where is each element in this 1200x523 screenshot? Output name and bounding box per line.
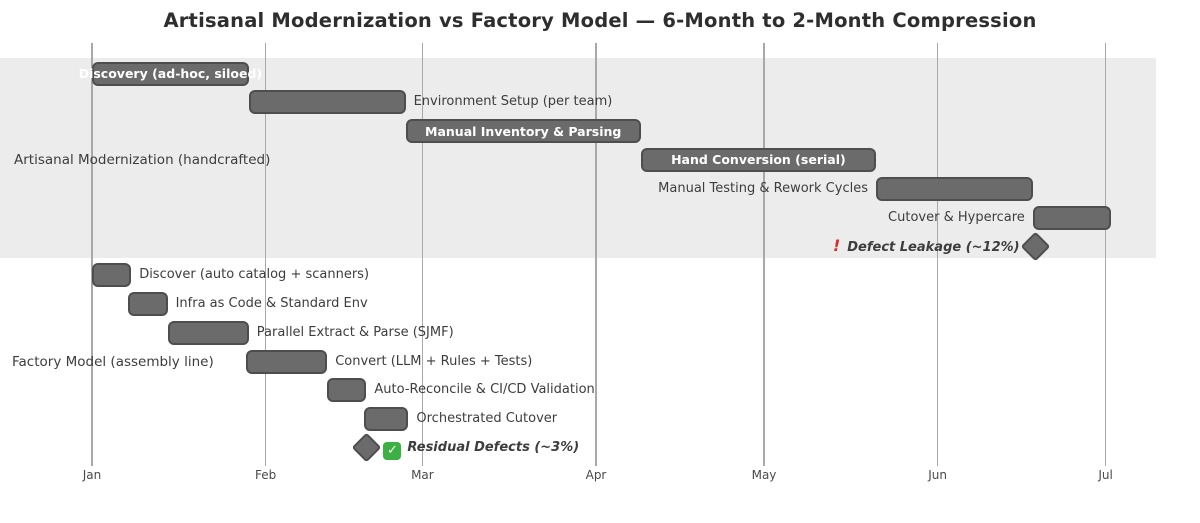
month-gridline bbox=[91, 43, 93, 466]
task-bar: Discovery (ad-hoc, siloed) bbox=[79, 61, 262, 86]
task-bar bbox=[363, 407, 409, 432]
task-bar: Hand Conversion (serial) bbox=[640, 147, 876, 172]
artisanal-group-band bbox=[0, 58, 1156, 258]
month-tick-label: Apr bbox=[585, 468, 607, 482]
month-tick-label: May bbox=[751, 468, 777, 482]
milestone-label: ✓ Residual Defects (~3%) bbox=[383, 438, 580, 460]
task-bar bbox=[248, 90, 406, 115]
milestone-label: ! Defect Leakage (~12%) bbox=[833, 236, 1020, 256]
month-tick-label: Jan bbox=[82, 468, 102, 482]
task-label: Manual Testing & Rework Cycles bbox=[658, 180, 868, 196]
month-tick-label: Jun bbox=[928, 468, 947, 482]
milestone-label-text: Defect Leakage (~12%) bbox=[847, 240, 1020, 256]
month-tick-label: Mar bbox=[411, 468, 434, 482]
task-label: Discover (auto catalog + scanners) bbox=[139, 267, 370, 283]
group-label-factory: Factory Model (assembly line) bbox=[12, 353, 214, 370]
task-label: Infra as Code & Standard Env bbox=[175, 295, 368, 311]
month-gridline bbox=[763, 43, 765, 466]
task-bar bbox=[876, 176, 1033, 201]
month-tick-label: Feb bbox=[254, 468, 277, 482]
task-label-inside: Discovery (ad-hoc, siloed) bbox=[78, 66, 263, 81]
green-check-icon: ✓ bbox=[383, 441, 402, 460]
task-label: Cutover & Hypercare bbox=[888, 209, 1025, 225]
task-label: Environment Setup (per team) bbox=[413, 94, 613, 110]
task-label: Convert (LLM + Rules + Tests) bbox=[335, 353, 533, 369]
month-gridline bbox=[595, 43, 597, 466]
group-label-artisanal: Artisanal Modernization (handcrafted) bbox=[14, 151, 271, 168]
task-bar bbox=[327, 378, 367, 403]
task-label-inside: Manual Inventory & Parsing bbox=[425, 123, 622, 139]
red-exclamation-icon: ! bbox=[832, 236, 841, 256]
task-label: Orchestrated Cutover bbox=[416, 411, 558, 427]
month-gridline bbox=[1104, 43, 1107, 466]
month-gridline bbox=[264, 43, 267, 466]
month-tick-label: Jul bbox=[1098, 468, 1113, 482]
task-label: Auto-Reconcile & CI/CD Validation bbox=[374, 382, 595, 398]
task-label-inside: Hand Conversion (serial) bbox=[671, 152, 846, 168]
month-gridline bbox=[421, 43, 424, 466]
task-label: Parallel Extract & Parse (SJMF) bbox=[256, 324, 454, 340]
month-gridline bbox=[936, 43, 939, 466]
task-bar bbox=[128, 291, 168, 316]
chart-title: Artisanal Modernization vs Factory Model… bbox=[163, 9, 1037, 32]
milestone-label-text: Residual Defects (~3%) bbox=[407, 439, 580, 455]
milestone-diamond bbox=[351, 433, 382, 463]
task-bar bbox=[92, 263, 132, 288]
task-bar bbox=[167, 320, 249, 345]
task-bar: Manual Inventory & Parsing bbox=[405, 119, 641, 144]
task-bar bbox=[1032, 205, 1112, 230]
task-bar bbox=[246, 349, 328, 374]
